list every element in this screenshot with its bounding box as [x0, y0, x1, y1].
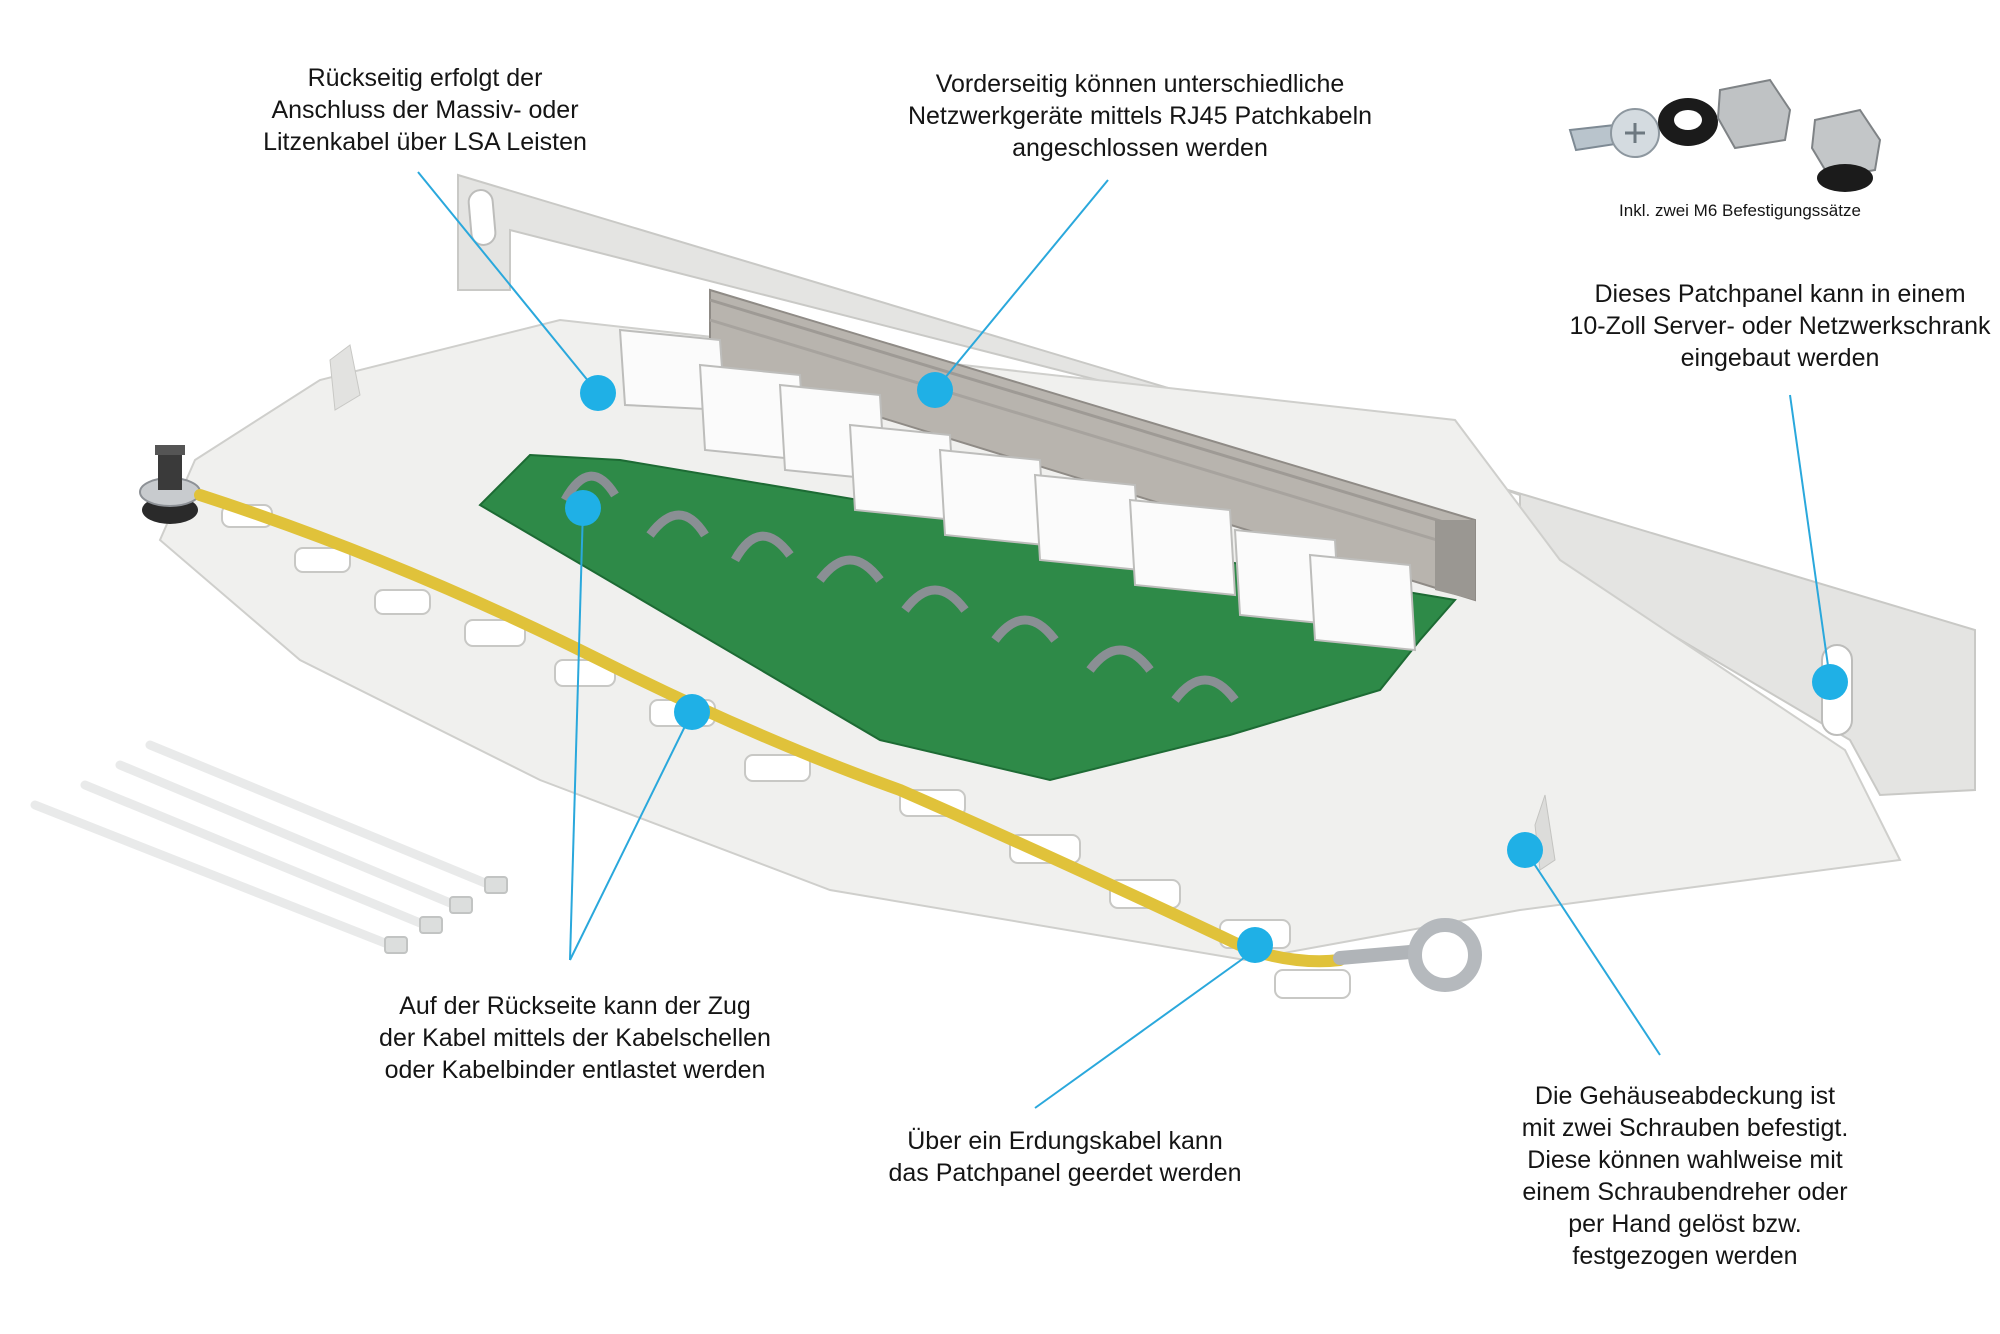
caption-line: einem Schraubendreher oder	[1522, 1178, 1848, 1206]
callout-strain-relief: Auf der Rückseite kann der Zug der Kabel…	[375, 990, 775, 1086]
rj45-shield	[709, 288, 1476, 602]
caption-line: Diese können wahlweise mit	[1527, 1146, 1843, 1174]
cable-clamps	[561, 471, 1239, 703]
callout-cover-screws: Die Gehäuseabdeckung ist mit zwei Schrau…	[1520, 1080, 1850, 1272]
dot-cover-screw	[1507, 832, 1543, 868]
caption-line: angeschlossen werden	[1012, 134, 1268, 162]
caption-line: 10-Zoll Server- oder Netzwerkschrank	[1569, 312, 1991, 340]
caption-line: eingebaut werden	[1680, 344, 1880, 372]
caption-line: Inkl. zwei M6 Befestigungssätze	[1619, 201, 1861, 220]
caption-line: Dieses Patchpanel kann in einem	[1594, 280, 1966, 308]
dot-rack-hole	[1812, 664, 1848, 700]
leader-lines	[417, 171, 1831, 1109]
callout-rear-connection: Rückseitig erfolgt der Anschluss der Mas…	[260, 62, 590, 158]
caption-line: per Hand gelöst bzw.	[1568, 1210, 1802, 1238]
cable-tie-heads	[384, 876, 508, 954]
caption-line: Auf der Rückseite kann der Zug	[399, 992, 751, 1020]
caption-line: das Patchpanel geerdet werden	[888, 1159, 1242, 1187]
caption-line: Netzwerkgeräte mittels RJ45 Patchkabeln	[907, 102, 1373, 130]
cable-ties	[30, 740, 495, 950]
callout-mounting-kit: Inkl. zwei M6 Befestigungssätze	[1595, 200, 1885, 222]
lsa-modules	[618, 328, 1417, 652]
caption-line: Anschluss der Massiv- oder	[271, 96, 579, 124]
dot-clamp	[565, 490, 601, 526]
ground-bolt	[139, 445, 201, 524]
mounting-kit	[1568, 78, 1882, 192]
dot-tie-slot	[674, 694, 710, 730]
callout-dots	[565, 372, 1848, 963]
dot-rj45	[917, 372, 953, 408]
caption-line: Litzenkabel über LSA Leisten	[263, 128, 587, 156]
caption-line: Die Gehäuseabdeckung ist	[1534, 1082, 1836, 1110]
caption-line: Vorderseitig können unterschiedliche	[935, 70, 1345, 98]
caption-line: Rückseitig erfolgt der	[307, 64, 543, 92]
callout-rack-mount: Dieses Patchpanel kann in einem 10-Zoll …	[1545, 278, 2000, 374]
caption-line: mit zwei Schrauben befestigt.	[1521, 1114, 1849, 1142]
caption-line: festgezogen werden	[1572, 1242, 1798, 1270]
callout-front-connection: Vorderseitig können unterschiedliche Net…	[900, 68, 1380, 164]
dot-lsa	[580, 375, 616, 411]
callout-grounding: Über ein Erdungskabel kann das Patchpane…	[880, 1125, 1250, 1189]
caption-line: oder Kabelbinder entlastet werden	[384, 1056, 766, 1084]
dot-ground	[1237, 927, 1273, 963]
caption-line: der Kabel mittels der Kabelschellen	[379, 1024, 771, 1052]
caption-line: Über ein Erdungskabel kann	[907, 1127, 1223, 1155]
